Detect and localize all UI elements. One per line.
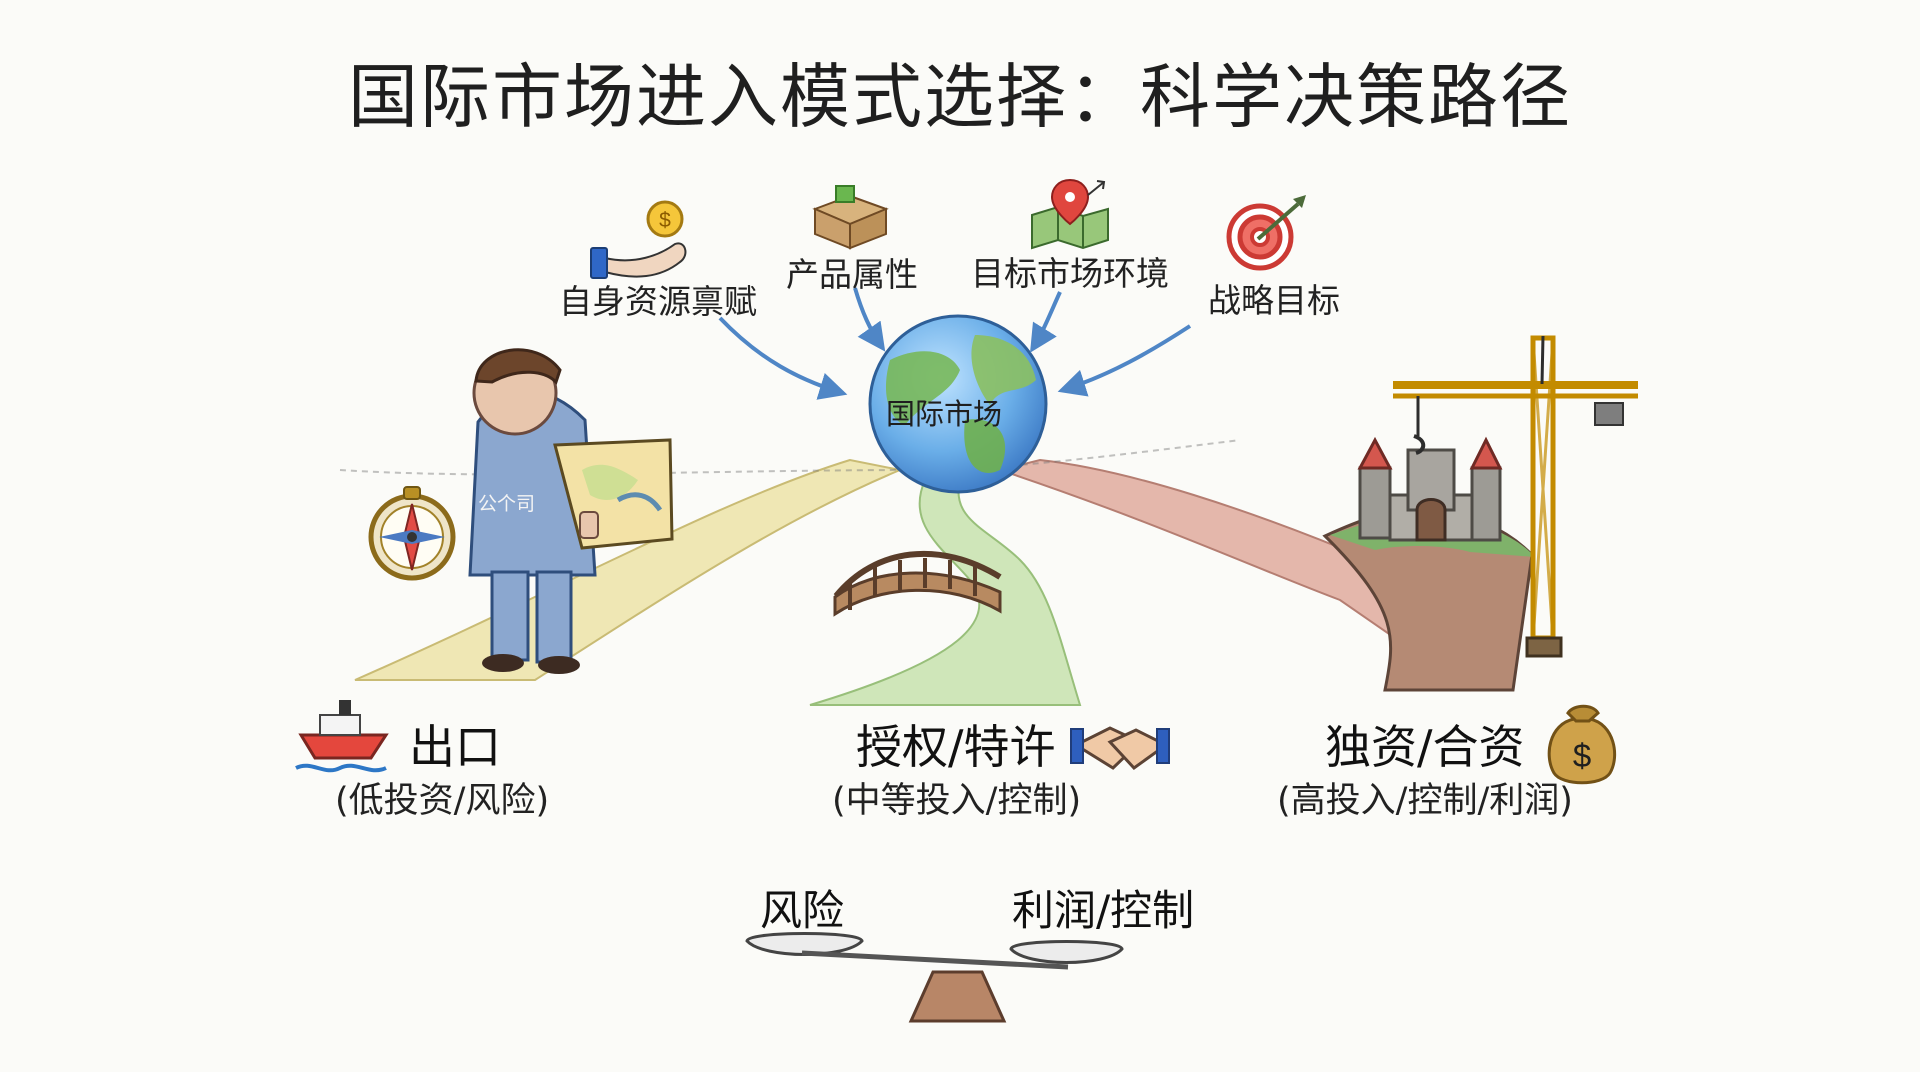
mode-detail-export: (低投资/风险) (335, 781, 550, 821)
company-label: 公个司 (478, 493, 536, 515)
arrow-market (1030, 291, 1062, 353)
page-title: 国际市场进入模式选择：科学决策路径 (348, 56, 1572, 138)
compass-icon (368, 486, 456, 581)
box-icon (812, 185, 889, 250)
crane-icon (1393, 335, 1638, 658)
arrow-resources (718, 316, 848, 400)
svg-text:$: $ (1573, 737, 1591, 774)
factor-label-strategy: 战略目标 (1208, 281, 1340, 320)
balance-left-label: 风险 (760, 886, 845, 935)
arrow-product (853, 287, 886, 352)
balance-scale-icon (745, 932, 1124, 1023)
factor-label-product: 产品属性 (786, 255, 918, 294)
mode-label-invest: 独资/合资 (1325, 720, 1525, 774)
target-icon (1226, 195, 1306, 271)
arrow-strategy (1057, 324, 1192, 397)
mode-detail-invest: (高投入/控制/利润) (1277, 781, 1573, 821)
company-person (468, 348, 674, 674)
map-pin-icon (1031, 178, 1109, 250)
globe-icon (868, 314, 1048, 494)
handshake-icon (1070, 726, 1170, 770)
center-globe-label: 国际市场 (886, 397, 1003, 431)
mode-label-export: 出口 (409, 720, 501, 774)
money-bag-icon: $ (1547, 704, 1617, 785)
factor-label-resources: 自身资源禀赋 (559, 282, 757, 321)
mode-detail-license: (中等投入/控制) (832, 781, 1082, 821)
ship-icon (295, 700, 389, 773)
castle-icon (1322, 436, 1535, 692)
mode-label-license: 授权/特许 (856, 720, 1056, 774)
hand-coin-icon: $ (590, 200, 687, 279)
balance-right-label: 利润/控制 (1012, 886, 1195, 935)
bridge-icon (833, 550, 1002, 617)
svg-text:$: $ (659, 209, 671, 232)
factor-label-market: 目标市场环境 (971, 254, 1169, 293)
